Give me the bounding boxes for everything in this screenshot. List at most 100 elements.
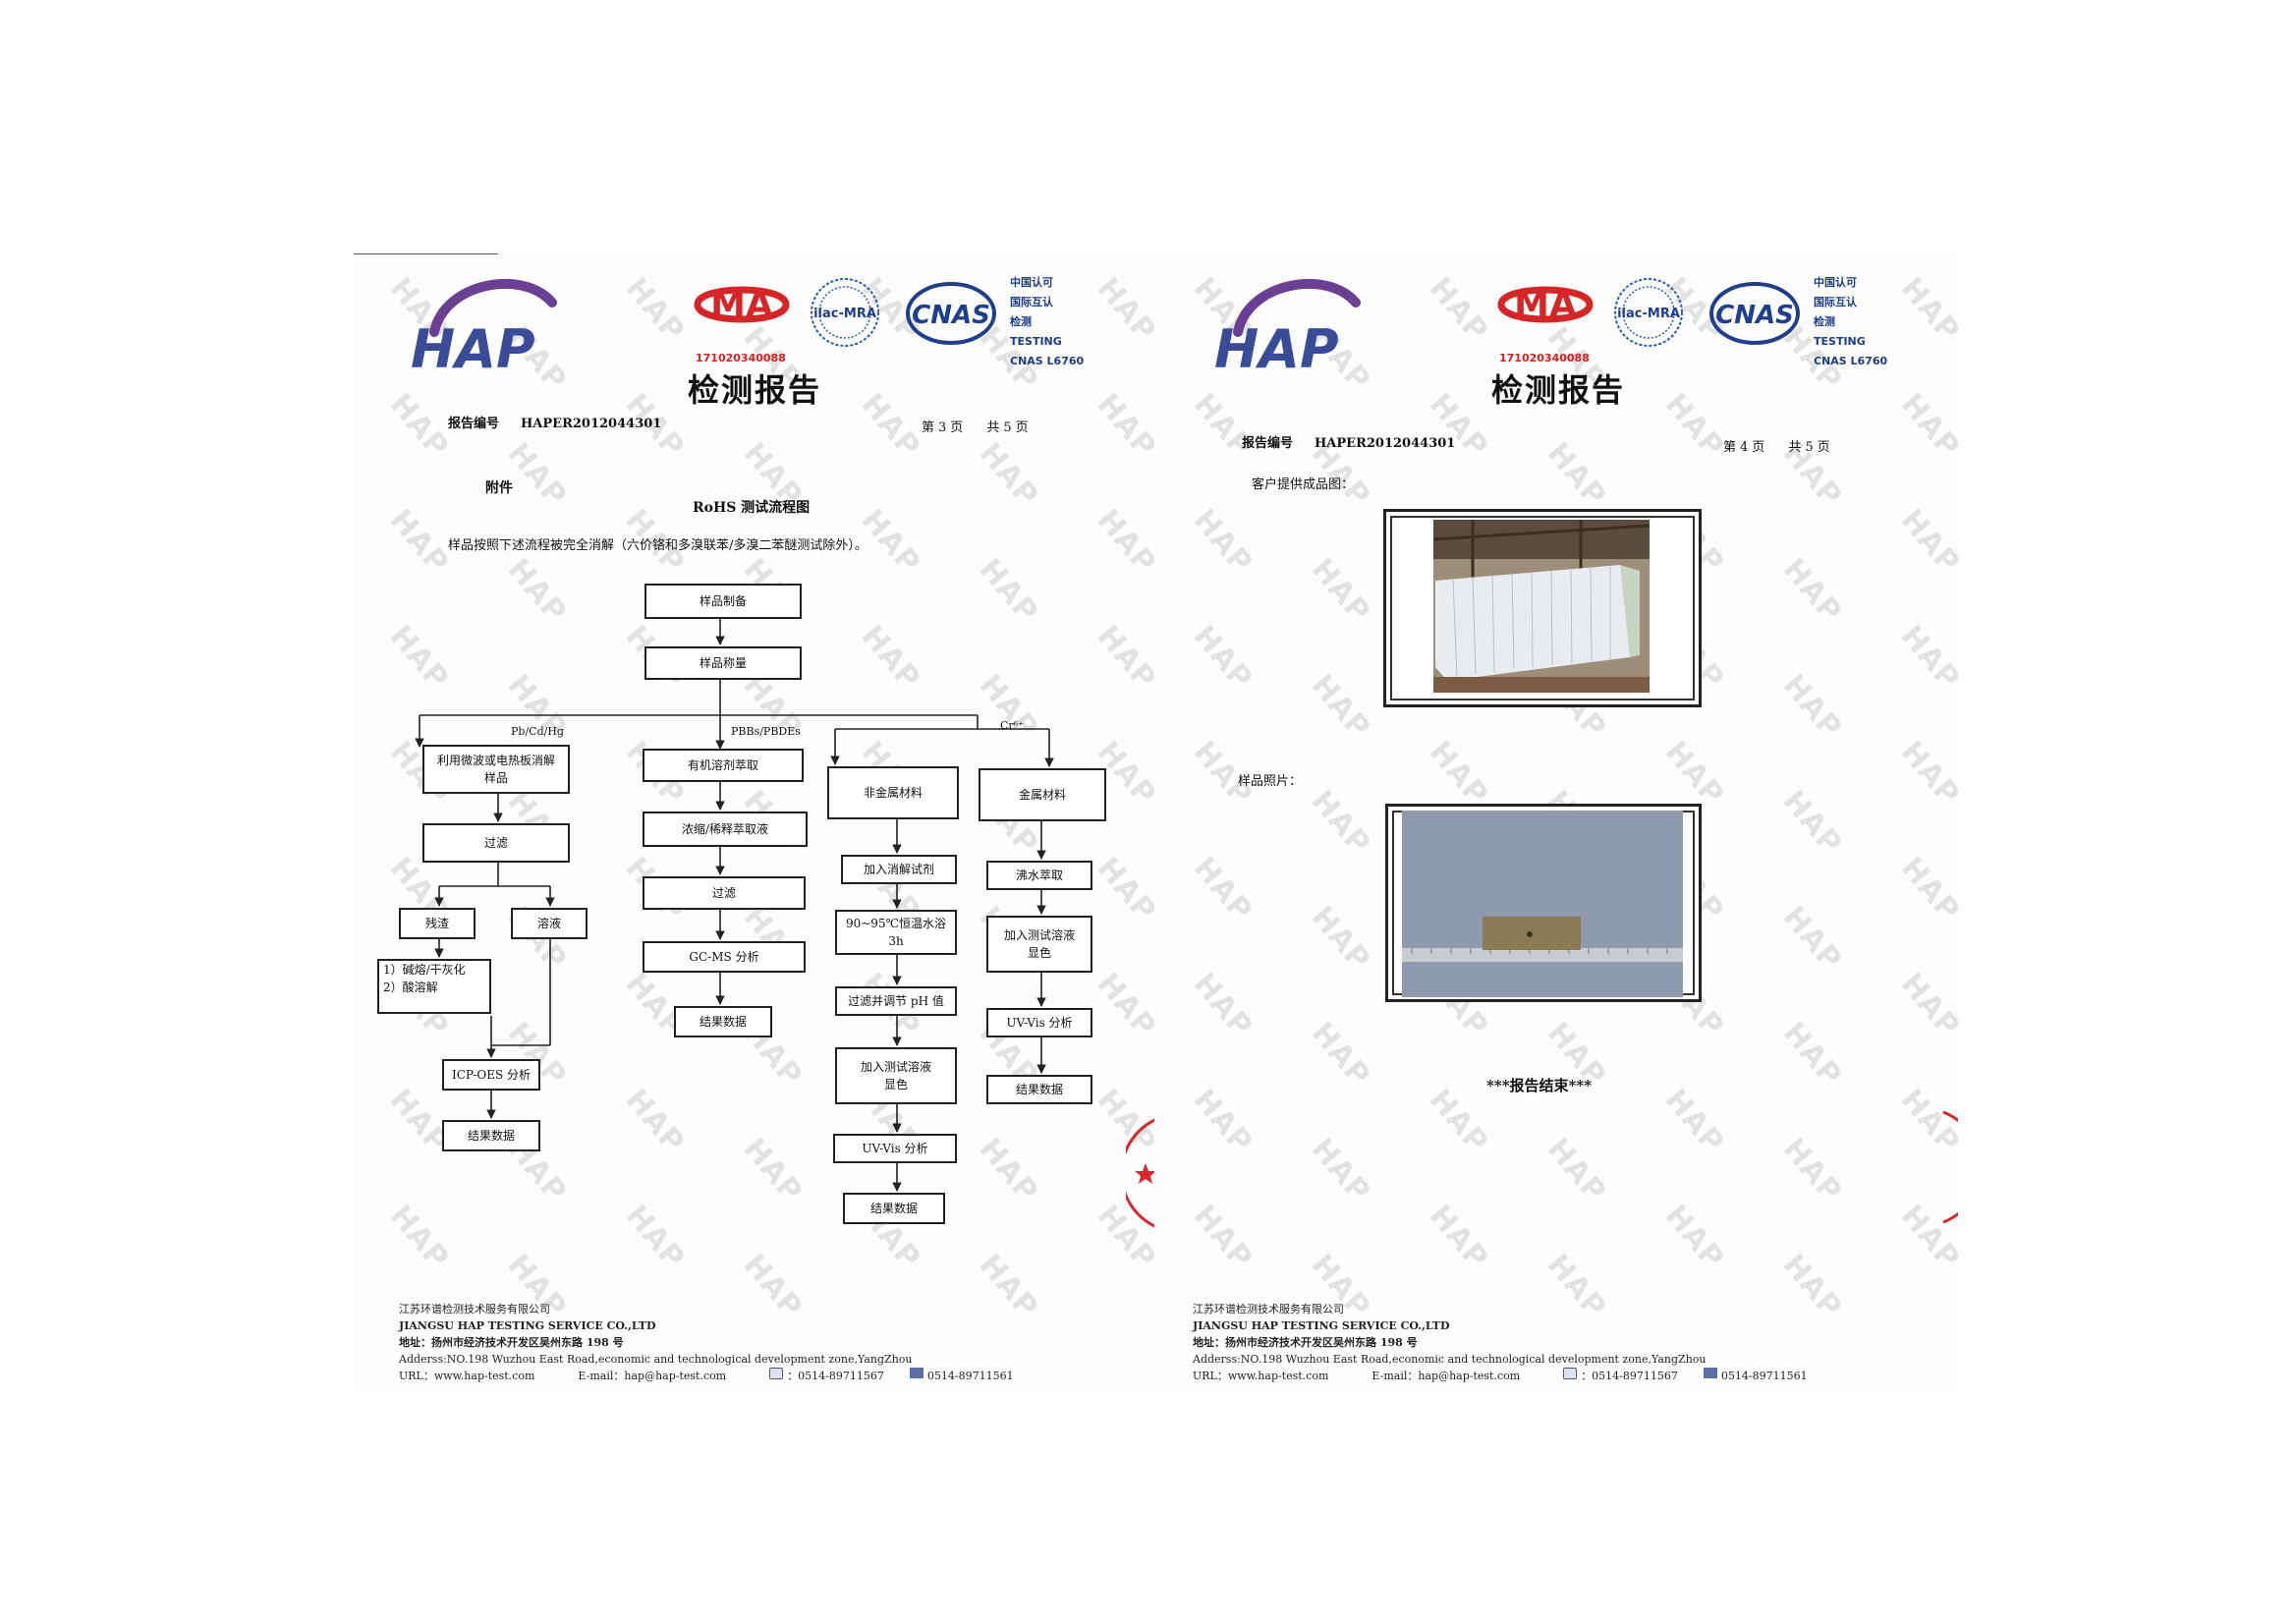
watermark-text: HAP (1422, 1083, 1495, 1160)
box-add-test-solution-b: 加入测试溶液显色 (986, 916, 1092, 973)
box-boil-extract: 沸水萃取 (986, 861, 1092, 890)
watermark-text: HAP (1893, 387, 1958, 465)
box-result-1: 结果数据 (442, 1120, 540, 1151)
watermark-text: HAP (1775, 668, 1849, 746)
product-photo (1383, 509, 1702, 707)
watermark-text: HAP (1657, 1083, 1731, 1160)
watermark-text: HAP (1657, 735, 1731, 812)
footer-url: www.hap-test.com (1227, 1370, 1329, 1382)
footer-fax: 0514-89711561 (1720, 1370, 1808, 1382)
svg-text:ilac-MRA: ilac-MRA (813, 307, 876, 321)
branch-label-pb-cd-hg: Pb/Cd/Hg (511, 725, 564, 738)
box-uv-vis-2: UV-Vis 分析 (986, 1008, 1092, 1037)
watermark-text: HAP (1422, 387, 1495, 465)
footer-address-en: Adderss:NO.198 Wuzhou East Road,economic… (399, 1353, 913, 1366)
report-end-text: ***报告结束*** (1486, 1077, 1593, 1094)
ma-logo: MA (694, 285, 790, 325)
fax-icon (1703, 1368, 1717, 1378)
box-uv-vis-1: UV-Vis 分析 (833, 1134, 957, 1163)
ilac-mra-logo: ilac-MRA (1614, 278, 1683, 347)
report-page-4: HAP HAP HAP HAP HAP HAP HAP HAP HAP HAP HAP HAP HAP H… (1157, 253, 1958, 1393)
svg-text:MA: MA (1514, 285, 1577, 325)
box-organic-extract: 有机溶剂萃取 (643, 749, 804, 782)
watermark-text: HAP (1186, 967, 1259, 1044)
svg-text:HAP: HAP (1214, 318, 1339, 380)
watermark-text: HAP (1893, 271, 1958, 349)
svg-text:CNAS: CNAS (1715, 301, 1794, 330)
phone-icon (769, 1368, 784, 1379)
sample-photo (1385, 804, 1702, 1002)
watermark-text: HAP (1775, 1016, 1849, 1093)
phone-icon (1563, 1368, 1578, 1379)
watermark-text: HAP (1422, 735, 1495, 812)
cnas-cert-text: 中国认可 国际互认 检测 TESTING CNAS L6760 (1814, 276, 1888, 367)
box-nonmetal: 非金属材料 (827, 766, 959, 819)
watermark-text: HAP (1893, 967, 1958, 1044)
watermark-text: HAP (1304, 784, 1377, 862)
footer-company-cn: 江苏环谱检测技术服务有限公司 (399, 1303, 550, 1316)
footer-company-cn: 江苏环谱检测技术服务有限公司 (1193, 1303, 1344, 1316)
appendix-label: 附件 (485, 480, 513, 496)
watermark-text: HAP (1304, 668, 1377, 746)
footer-phone: ：0514-89711567 (1581, 1370, 1678, 1382)
box-gc-ms: GC-MS 分析 (643, 941, 806, 973)
flowchart-title: RoHS 测试流程图 (693, 500, 811, 516)
watermark-text: HAP (1186, 503, 1259, 581)
ma-logo: MA (1497, 285, 1594, 325)
hap-logo: HAP (1214, 278, 1361, 380)
cnas-logo: CNAS (1709, 282, 1800, 345)
watermark-text: HAP (1186, 1083, 1259, 1160)
page-footer: 江苏环谱检测技术服务有限公司 JIANGSU HAP TESTING SERVI… (1193, 1303, 1808, 1382)
watermark-text: HAP (1422, 271, 1495, 349)
box-icp-oes: ICP-OES 分析 (442, 1059, 540, 1091)
box-sample-prep: 样品制备 (644, 584, 802, 619)
svg-text:CNAS: CNAS (912, 301, 990, 330)
svg-text:MA: MA (710, 285, 773, 325)
box-residue: 残渣 (399, 908, 476, 939)
fax-icon (909, 1368, 924, 1378)
box-solution: 溶液 (511, 908, 588, 939)
box-filter-1: 过滤 (422, 823, 570, 863)
branch-label-pbbs-pbdes: PBBs/PBDEs (731, 725, 801, 738)
box-microwave-digest: 利用微波或电热板消解样品 (422, 745, 570, 794)
footer-phone: ：0514-89711567 (787, 1370, 884, 1382)
seal-stamp-fragment (1942, 1110, 1958, 1224)
watermark-text: HAP (1186, 1199, 1259, 1276)
watermark-text: HAP (1422, 1199, 1495, 1276)
watermark-text: HAP (1893, 503, 1958, 581)
svg-text:HAP: HAP (411, 318, 535, 380)
watermark-text: HAP (1539, 436, 1613, 514)
customer-photo-label: 客户提供成品图： (1252, 477, 1355, 492)
watermark-text: HAP (1775, 900, 1849, 978)
watermark-text: HAP (1186, 619, 1259, 697)
box-result-3: 结果数据 (843, 1193, 945, 1224)
watermark-text: HAP (1186, 851, 1259, 928)
flowchart-intro: 样品按照下述流程被完全消解（六价铬和多溴联苯/多溴二苯醚测试除外）。 (448, 538, 868, 553)
footer-company-en: JIANGSU HAP TESTING SERVICE CO.,LTD (399, 1319, 656, 1332)
watermark-text: HAP (1304, 900, 1377, 978)
watermark-text: HAP (1893, 619, 1958, 697)
watermark-text: HAP (1775, 1132, 1849, 1209)
box-metal: 金属材料 (979, 768, 1106, 821)
page-footer: 江苏环谱检测技术服务有限公司 JIANGSU HAP TESTING SERVI… (399, 1303, 1014, 1382)
box-concentrate: 浓缩/稀释萃取液 (643, 812, 808, 847)
report-title: 检测报告 (688, 371, 822, 409)
box-add-test-solution-a: 加入测试溶液显色 (835, 1047, 957, 1104)
box-result-2: 结果数据 (674, 1006, 772, 1037)
footer-email: hap@hap-test.com (1418, 1370, 1521, 1382)
watermark-text: HAP (1304, 1016, 1377, 1093)
cnas-cert-text: 中国认可 国际互认 检测 TESTING CNAS L6760 (1010, 276, 1085, 367)
ilac-mra-logo: ilac-MRA (811, 278, 879, 347)
box-filter-ph: 过滤并调节 pH 值 (835, 986, 957, 1016)
box-add-digest-reagent: 加入消解试剂 (841, 855, 957, 884)
seal-stamp-fragment (1126, 1118, 1154, 1228)
box-result-4: 结果数据 (986, 1075, 1092, 1104)
watermark-text: HAP (1893, 851, 1958, 928)
hap-logo: HAP (411, 278, 557, 380)
watermark-text: HAP (1775, 784, 1849, 862)
